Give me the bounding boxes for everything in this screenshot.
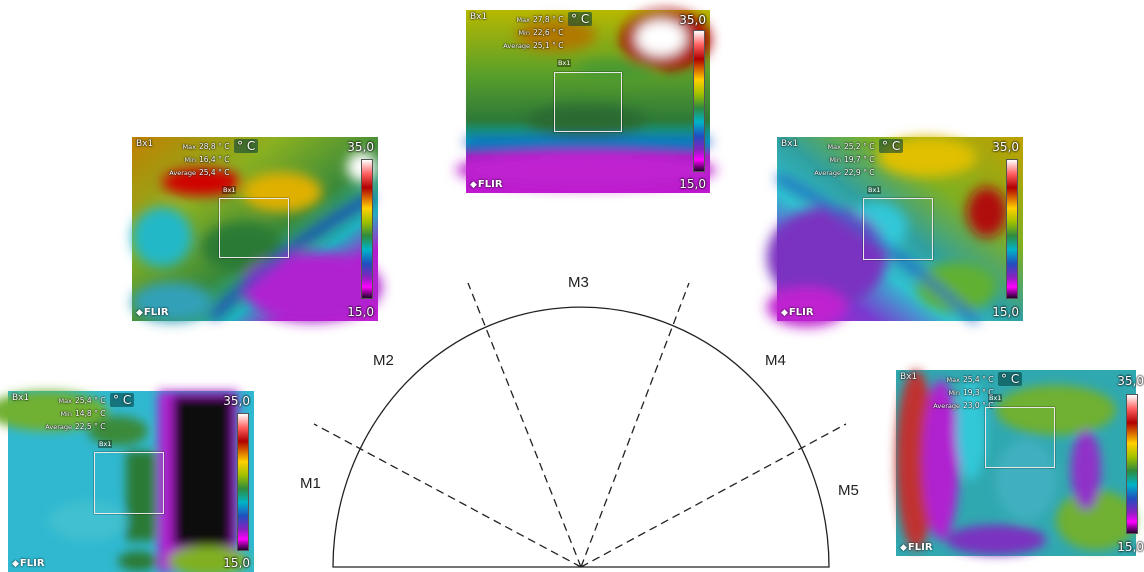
avg-label: Average [933, 402, 960, 410]
dashed-line-m3-m4 [580, 282, 690, 568]
label-m5: M5 [838, 482, 859, 499]
avg-value: 25,4 ° C [199, 168, 230, 177]
scale-min: 15,0 [679, 177, 706, 191]
min-label: Min [60, 410, 72, 418]
flir-logo: ◆FLIR [781, 307, 814, 318]
thermal-image [132, 137, 382, 322]
avg-label: Average [814, 169, 841, 177]
unit-label: ° C [998, 372, 1023, 386]
dashed-line-m2-m3 [467, 282, 582, 568]
avg-value: 25,1 ° C [533, 41, 564, 50]
scale-max: 35,0 [347, 140, 374, 154]
flir-diamond-icon: ◆ [12, 559, 19, 569]
max-value: 25,4 ° C [75, 396, 106, 405]
semicircle-outline [332, 306, 830, 568]
box-label: Bx1 [136, 139, 154, 149]
flir-logo: ◆FLIR [470, 179, 503, 190]
scale-min: 15,0 [992, 305, 1019, 319]
scale-min: 15,0 [1117, 540, 1144, 554]
flir-diamond-icon: ◆ [470, 180, 477, 190]
max-label: Max [58, 397, 72, 405]
label-m4: M4 [765, 352, 786, 369]
flir-logo: ◆FLIR [12, 558, 45, 569]
flir-diamond-icon: ◆ [781, 308, 788, 318]
dashed-line-m4-m5 [580, 423, 847, 568]
label-m1: M1 [300, 475, 321, 492]
color-scale-bar [1006, 159, 1018, 299]
color-scale-bar [361, 159, 373, 299]
max-value: 25,2 ° C [844, 142, 875, 151]
color-scale-bar [237, 413, 249, 551]
max-value: 25,4 ° C [963, 375, 994, 384]
roi-box [219, 198, 289, 258]
scale-min: 15,0 [347, 305, 374, 319]
min-value: 22,6 ° C [533, 28, 564, 37]
min-label: Min [184, 156, 196, 164]
min-value: 14,8 ° C [75, 409, 106, 418]
avg-label: Average [45, 423, 72, 431]
flir-logo: ◆FLIR [136, 307, 169, 318]
avg-value: 23,0 ° C [963, 401, 994, 410]
scale-max: 35,0 [679, 13, 706, 27]
box-label: Bx1 [470, 12, 488, 22]
min-label: Min [518, 29, 530, 37]
roi-label: Bx1 [222, 186, 237, 194]
scale-max: 35,0 [223, 394, 250, 408]
thermal-image [767, 137, 1023, 327]
max-label: Max [182, 143, 196, 151]
thermal-image [456, 10, 716, 193]
roi-box [554, 72, 622, 132]
roi-label: Bx1 [98, 440, 113, 448]
scale-min: 15,0 [223, 556, 250, 570]
max-value: 28,8 ° C [199, 142, 230, 151]
roi-label: Bx1 [557, 59, 572, 67]
flir-logo: ◆FLIR [900, 542, 933, 553]
box-label: Bx1 [781, 139, 799, 149]
avg-label: Average [169, 169, 196, 177]
min-label: Min [948, 389, 960, 397]
roi-label: Bx1 [867, 186, 882, 194]
scale-max: 35,0 [992, 140, 1019, 154]
thermal-image [0, 391, 254, 572]
color-scale-bar [1126, 394, 1138, 534]
color-scale-bar [693, 30, 705, 172]
max-label: Max [946, 376, 960, 384]
roi-box [985, 407, 1055, 468]
dashed-line-m1-m2 [313, 423, 582, 568]
roi-box [863, 198, 933, 260]
min-label: Min [829, 156, 841, 164]
unit-label: ° C [110, 393, 135, 407]
unit-label: ° C [234, 139, 259, 153]
min-value: 16,4 ° C [199, 155, 230, 164]
max-label: Max [516, 16, 530, 24]
box-label: Bx1 [12, 393, 30, 403]
roi-label: Bx1 [988, 394, 1003, 402]
avg-value: 22,9 ° C [844, 168, 875, 177]
box-label: Bx1 [900, 372, 918, 382]
roi-box [94, 452, 164, 514]
scale-max: 35,0 [1117, 374, 1144, 388]
flir-diamond-icon: ◆ [136, 308, 143, 318]
unit-label: ° C [879, 139, 904, 153]
avg-label: Average [503, 42, 530, 50]
avg-value: 22,5 ° C [75, 422, 106, 431]
thermal-image [896, 370, 1136, 556]
min-value: 19,7 ° C [844, 155, 875, 164]
max-label: Max [827, 143, 841, 151]
unit-label: ° C [568, 12, 593, 26]
label-m3: M3 [568, 274, 589, 291]
flir-diamond-icon: ◆ [900, 543, 907, 553]
min-value: 19,3 ° C [963, 388, 994, 397]
label-m2: M2 [373, 352, 394, 369]
max-value: 27,8 ° C [533, 15, 564, 24]
